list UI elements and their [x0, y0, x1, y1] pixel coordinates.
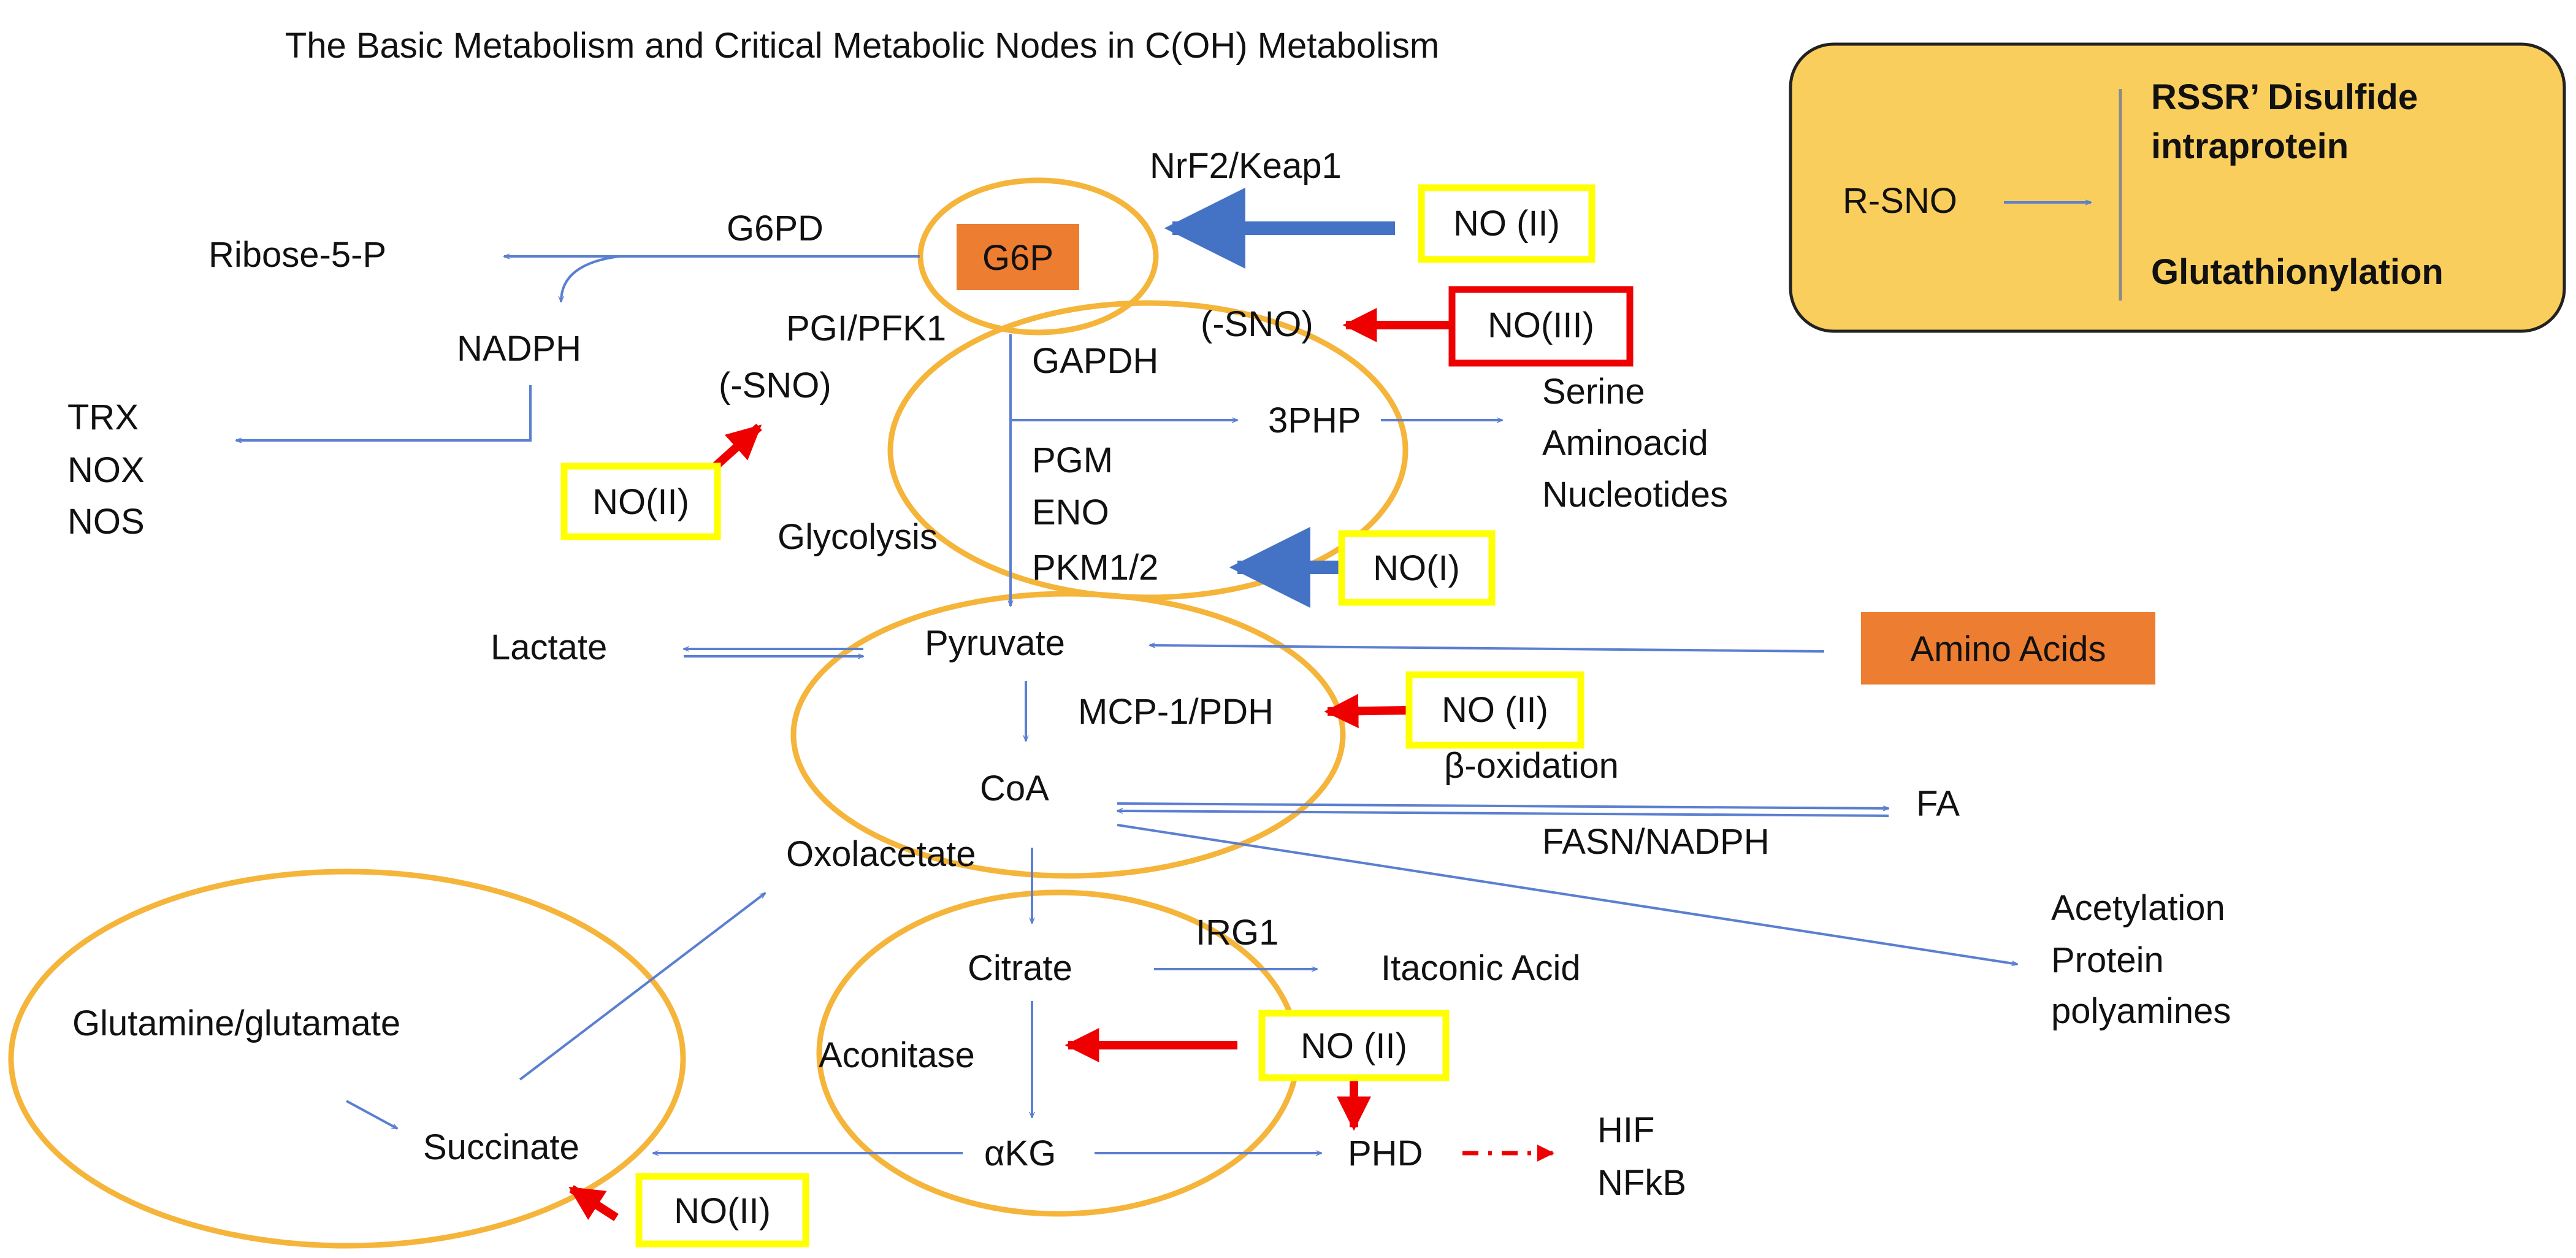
lactate-label: Lactate [491, 627, 607, 667]
diagram-title: The Basic Metabolism and Critical Metabo… [285, 26, 1439, 66]
hif-label: HIF [1597, 1110, 1654, 1150]
no-pkm-label: NO(I) [1373, 548, 1460, 588]
nfkb-label: NFkB [1597, 1163, 1686, 1203]
g6pd-label: G6PD [727, 209, 824, 248]
pyruvate-coa-circle [790, 591, 1346, 879]
nadph-to-trx-arrow [236, 385, 532, 440]
g6p-node-box [957, 224, 1079, 290]
glycolysis-label: Glycolysis [778, 517, 938, 557]
3php-label: 3PHP [1268, 401, 1361, 440]
glutamine-circle [8, 869, 686, 1249]
no-aconitase-box [1258, 1010, 1450, 1081]
no-pdh-label: NO (II) [1442, 690, 1548, 730]
pkm-label: PKM1/2 [1032, 548, 1158, 588]
coa-to-fa-arrow [1117, 802, 1889, 808]
nrf2-label: NrF2/Keap1 [1150, 146, 1342, 186]
no-succinate-box [635, 1173, 809, 1248]
itaconic-label: Itaconic Acid [1381, 948, 1581, 988]
no-gapdh-label: NO(III) [1488, 305, 1594, 345]
g6p-node-circle [917, 177, 1159, 336]
nadph-label: NADPH [457, 329, 581, 369]
polyamines-label: polyamines [2051, 991, 2231, 1031]
mcp-pdh-label: MCP-1/PDH [1078, 692, 1274, 732]
no-pdh-inhibit-arrow [1324, 694, 1410, 729]
pathway-arrows [236, 256, 2017, 1153]
nucleotides-label: Nucleotides [1542, 475, 1728, 515]
aminoacid-label: Aminoacid [1542, 423, 1708, 463]
acetylation-label: Acetylation [2051, 888, 2225, 928]
coa-to-acetylation-arrow [1117, 824, 2017, 964]
pgm-label: PGM [1032, 440, 1113, 480]
succinate-label: Succinate [423, 1127, 579, 1167]
pgi-pfk1-label: PGI/PFK1 [786, 309, 946, 348]
no-pgi-label: NO(II) [592, 482, 689, 522]
g6pd-to-nadph-arrow [561, 255, 620, 302]
no-succinate-inhibit-arrow [568, 1185, 619, 1221]
gapdh-label: GAPDH [1032, 341, 1158, 381]
fa-label: FA [1916, 784, 1960, 824]
no-pgi-box [560, 462, 721, 540]
beta-oxidation-label: β-oxidation [1444, 746, 1619, 786]
no-pkm-box [1338, 530, 1496, 606]
akg-label: αKG [984, 1133, 1056, 1173]
protein-label: Protein [2051, 940, 2164, 980]
ribose-label: Ribose-5-P [208, 235, 386, 275]
glutamine-to-succinate-arrow [346, 1100, 397, 1130]
no-gapdh-box [1448, 286, 1634, 367]
eno-label: ENO [1032, 493, 1109, 532]
succinate-to-oxolacetate-arrow [519, 893, 765, 1081]
trx-label: TRX [67, 397, 139, 437]
phd-label: PHD [1348, 1133, 1423, 1173]
citrate-label: Citrate [968, 948, 1072, 988]
legend-glutathionylation-label: Glutathionylation [2151, 252, 2444, 292]
oxolacetate-label: Oxolacetate [786, 834, 976, 874]
amino-acids-node-label: Amino Acids [1910, 629, 2106, 669]
legend-intraprotein-label: intraprotein [2151, 126, 2349, 166]
irg1-label: IRG1 [1196, 913, 1278, 953]
no-g6p-box [1418, 184, 1596, 263]
no-pdh-box [1405, 671, 1584, 749]
pyruvate-label: Pyruvate [925, 623, 1065, 663]
legend-rsno-label: R-SNO [1843, 181, 1957, 221]
no-g6p-label: NO (II) [1453, 204, 1560, 244]
no-aconitase-label: NO (II) [1301, 1026, 1407, 1066]
legend-disulfide-label: RSSR’ Disulfide [2151, 77, 2418, 117]
g6p-node-label: G6P [982, 238, 1053, 278]
glutamine-label: Glutamine/glutamate [72, 1003, 400, 1043]
nos-label: NOS [67, 502, 145, 542]
serine-label: Serine [1542, 372, 1645, 412]
sno-gapdh-label: (-SNO) [1201, 304, 1313, 344]
fasn-label: FASN/NADPH [1542, 822, 1770, 862]
amino-acids-to-pyruvate-arrow [1150, 645, 1825, 653]
no-succinate-label: NO(II) [674, 1191, 771, 1231]
coa-label: CoA [980, 769, 1049, 808]
fa-to-coa-arrow [1117, 811, 1889, 817]
nox-label: NOX [67, 450, 145, 490]
aconitase-label: Aconitase [819, 1035, 975, 1075]
legend-box [1789, 42, 2566, 333]
sno-pgi-label: (-SNO) [719, 366, 831, 405]
amino-acids-node-box [1861, 612, 2155, 685]
